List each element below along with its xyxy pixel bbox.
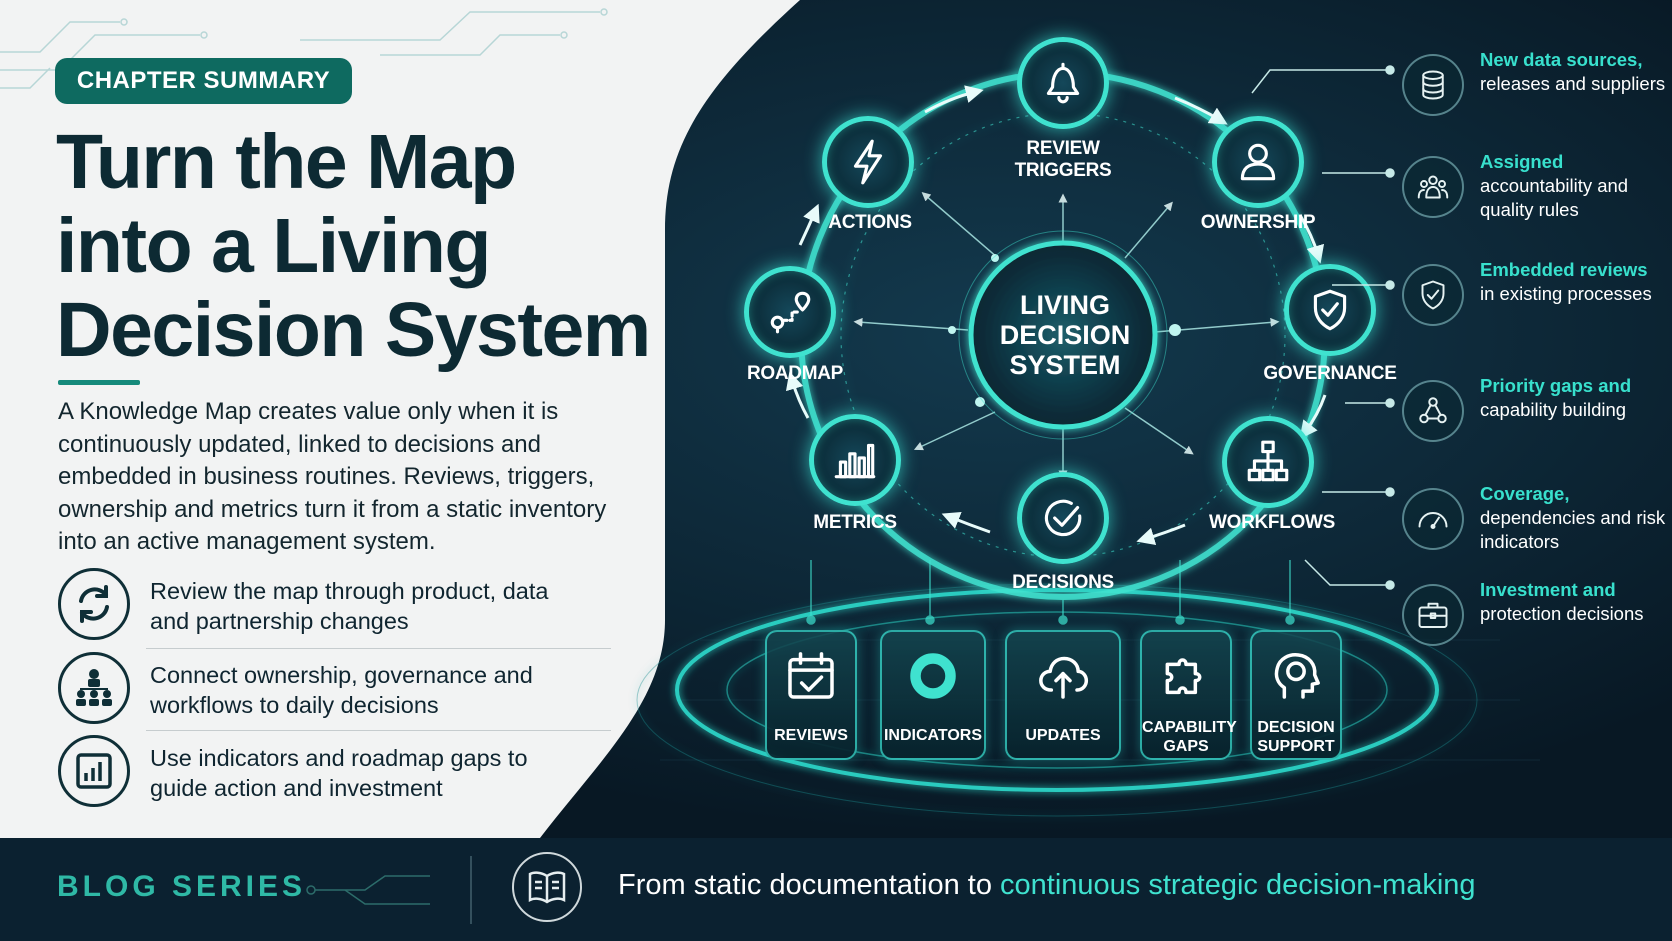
center-label: LIVING DECISION SYSTEM bbox=[999, 290, 1131, 380]
user-icon bbox=[1212, 116, 1304, 208]
lightning-icon bbox=[822, 116, 914, 208]
puzzle-icon bbox=[1142, 648, 1230, 704]
page-title: Turn the Map into a Living Decision Syst… bbox=[56, 119, 651, 373]
footer-bar: BLOG SERIES From static documentation to… bbox=[0, 838, 1672, 941]
bar-chart-icon bbox=[58, 735, 130, 807]
shield-check-icon bbox=[1284, 264, 1376, 356]
tile: REVIEWS bbox=[765, 630, 857, 760]
book-icon bbox=[512, 852, 582, 922]
title-underline bbox=[58, 380, 140, 385]
tile: UPDATES bbox=[1005, 630, 1121, 760]
summary-point-text: Connect ownership, governance and workfl… bbox=[150, 662, 533, 718]
tagline-plain: From static documentation to bbox=[618, 869, 1000, 901]
check-circle-icon bbox=[1017, 472, 1109, 564]
tagline-highlight: continuous strategic decision-making bbox=[1000, 869, 1476, 901]
cycle-node-label: DECISIONS bbox=[1012, 572, 1114, 593]
right-list-text: Coverage,dependencies and risk indicator… bbox=[1480, 483, 1666, 552]
donut-chart-icon bbox=[882, 648, 984, 704]
network-icon bbox=[1402, 380, 1464, 442]
circuit-decoration bbox=[306, 875, 430, 905]
tile-label: UPDATES bbox=[1025, 727, 1101, 744]
bar-chart-icon bbox=[809, 414, 901, 506]
gauge-icon bbox=[1402, 488, 1464, 550]
cloud-upload-icon bbox=[1007, 648, 1119, 704]
org-chart-icon bbox=[58, 652, 130, 724]
footer-divider bbox=[470, 856, 472, 924]
bell-icon bbox=[1017, 37, 1109, 129]
intro-paragraph: A Knowledge Map creates value only when … bbox=[58, 398, 607, 555]
cycle-node-label: ROADMAP bbox=[746, 363, 844, 384]
tile-label: REVIEWS bbox=[774, 727, 848, 744]
cycle-node-label: METRICS bbox=[813, 512, 897, 533]
divider bbox=[146, 730, 611, 731]
team-icon bbox=[1402, 156, 1464, 218]
cycle-node-label: WORKFLOWS bbox=[1208, 512, 1336, 533]
brain-head-icon bbox=[1252, 648, 1340, 704]
shield-check-icon bbox=[1402, 264, 1464, 326]
footer-tagline: From static documentation to continuous … bbox=[618, 869, 1476, 902]
cycle-node-label: GOVERNANCE bbox=[1263, 363, 1397, 384]
summary-point-text: Use indicators and roadmap gaps to guide… bbox=[150, 745, 528, 801]
cycle-node-label: ACTIONS bbox=[828, 212, 912, 233]
route-pin-icon bbox=[744, 266, 836, 358]
right-list-text: New data sources,releases and suppliers bbox=[1480, 49, 1666, 94]
flowchart-icon bbox=[1222, 416, 1314, 508]
blog-series-label: BLOG SERIES bbox=[57, 870, 307, 903]
calendar-check-icon bbox=[767, 648, 855, 704]
right-list-connectors bbox=[1251, 65, 1395, 590]
refresh-icon bbox=[58, 568, 130, 640]
briefcase-icon bbox=[1402, 584, 1464, 646]
tile: INDICATORS bbox=[880, 630, 986, 760]
database-icon bbox=[1402, 54, 1464, 116]
cycle-node-label: OWNERSHIP bbox=[1200, 212, 1316, 233]
tile-label: INDICATORS bbox=[883, 727, 983, 744]
divider bbox=[146, 648, 611, 649]
summary-point-text: Review the map through product, data and… bbox=[150, 578, 549, 634]
chapter-badge: CHAPTER SUMMARY bbox=[55, 58, 352, 104]
